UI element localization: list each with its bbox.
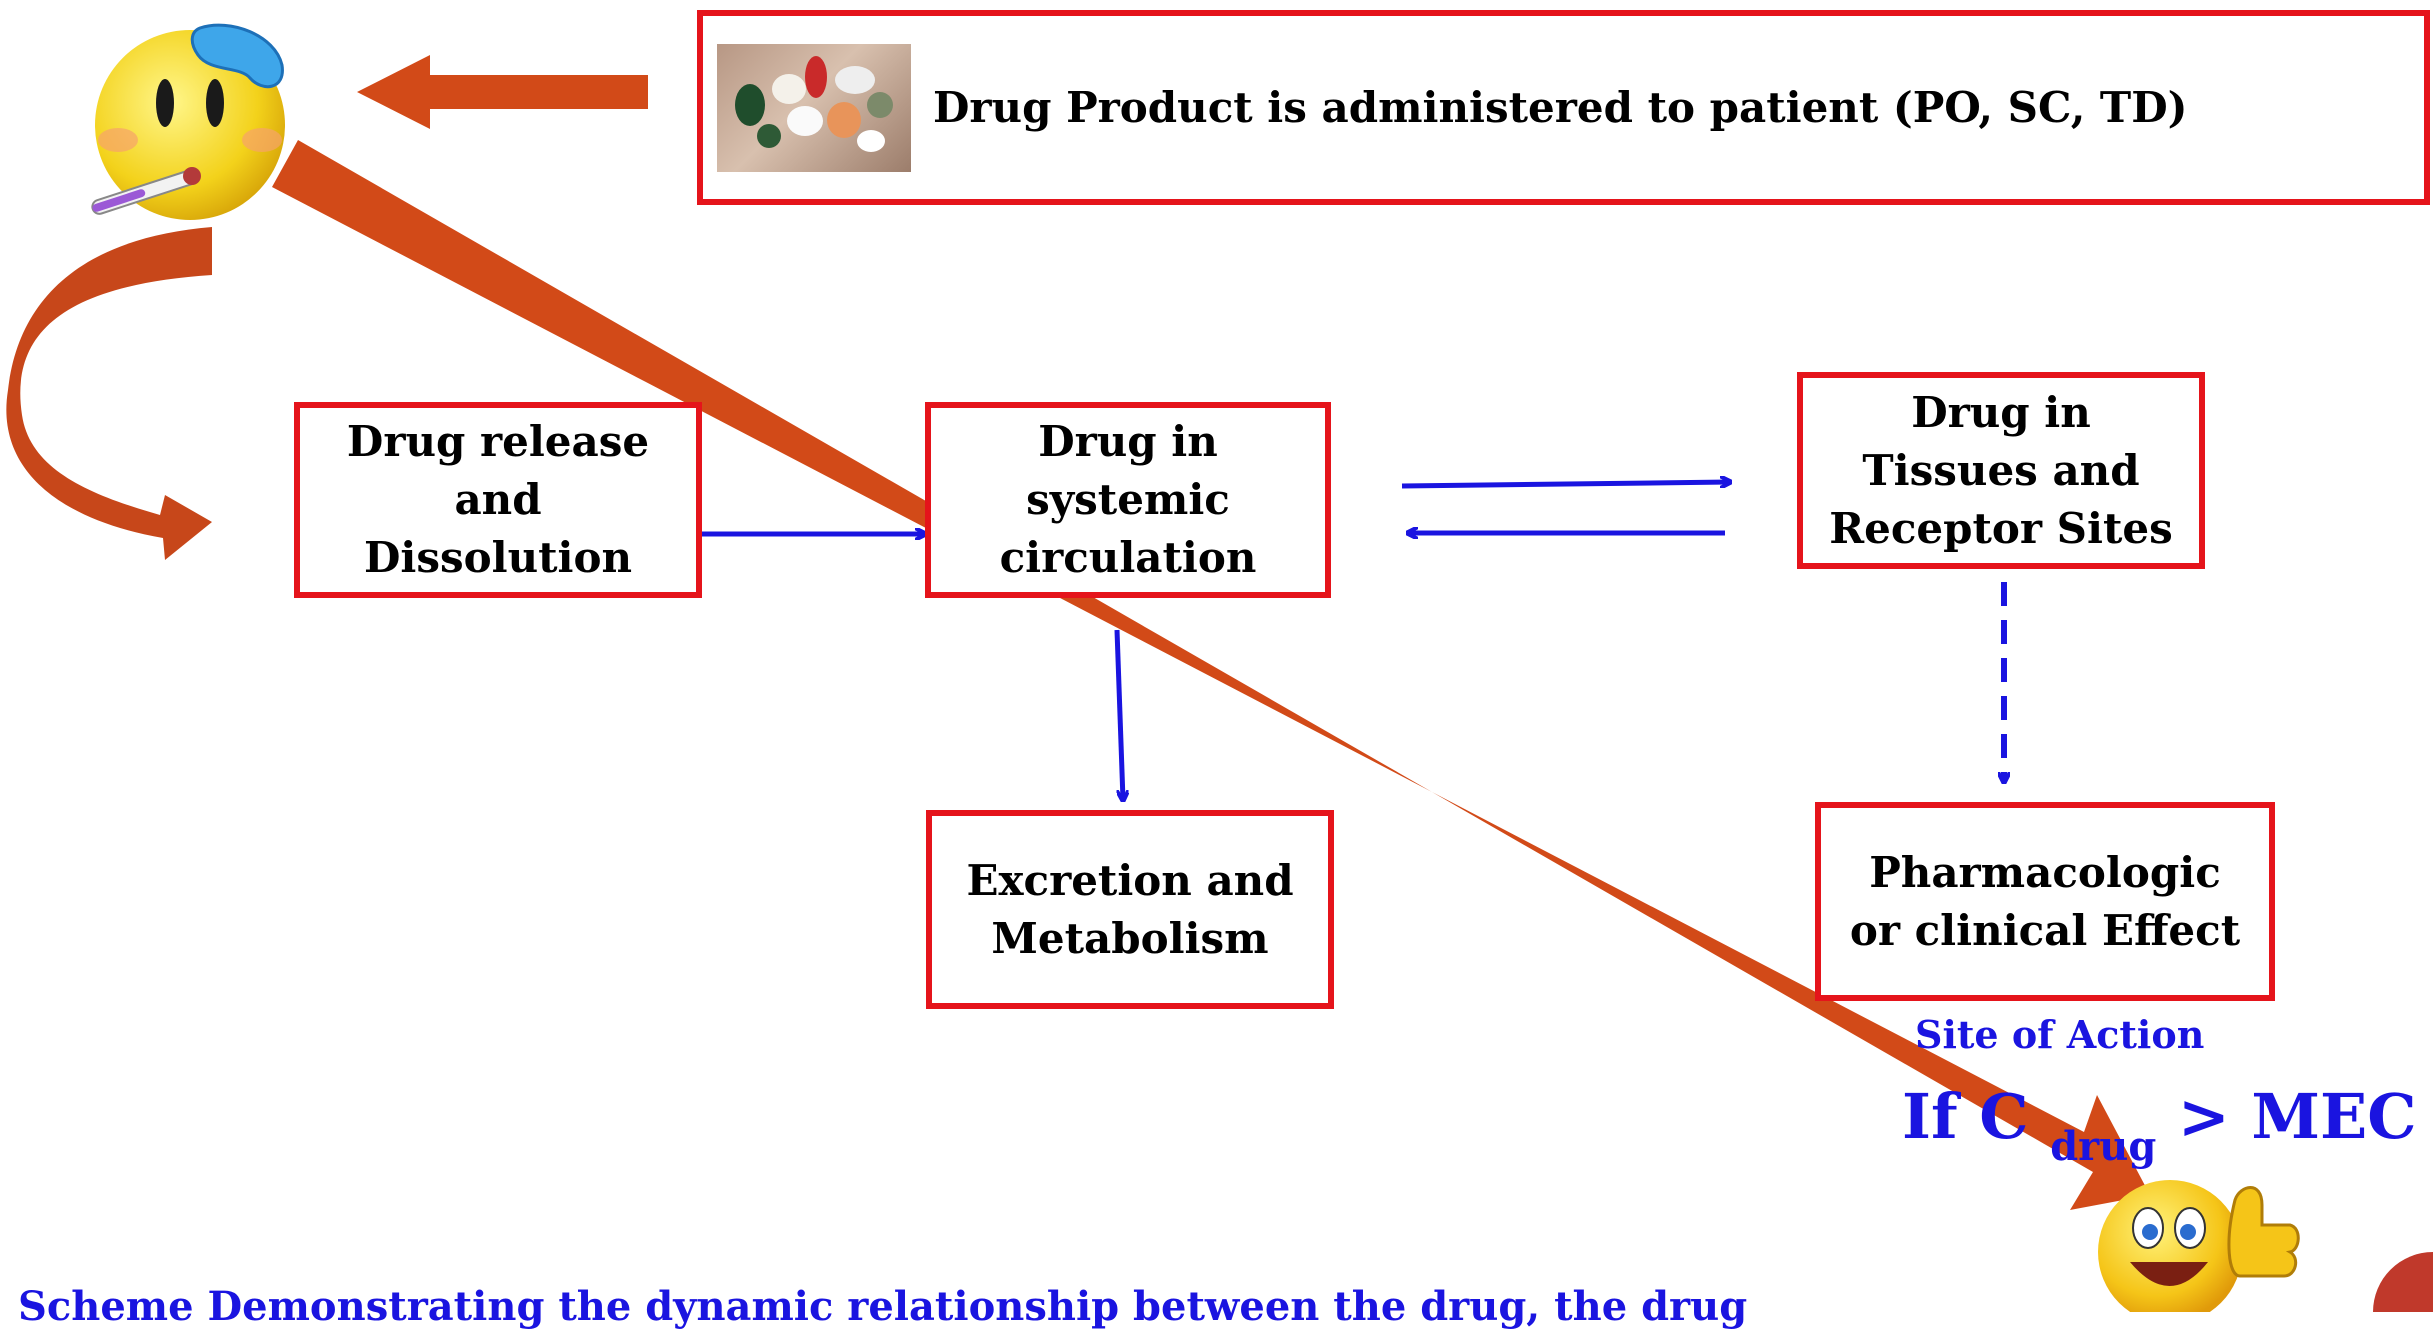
systemic-text: Drug in systemic circulation xyxy=(999,417,1257,582)
excretion-box: Excretion and Metabolism xyxy=(926,810,1334,1009)
systemic-to-tissue-arrow xyxy=(1401,482,1730,489)
condition-prefix: If C xyxy=(1902,1080,2029,1153)
site-of-action-label: Site of Action xyxy=(1915,1012,2205,1057)
pills-photo-icon xyxy=(717,43,911,172)
effect-box: Pharmacologic or clinical Effect xyxy=(1815,802,2275,1001)
tissues-text: Drug in Tissues and Receptor Sites xyxy=(1829,387,2173,553)
effect-text: Pharmacologic or clinical Effect xyxy=(1849,847,2241,955)
thumbs-up-emoji-icon xyxy=(2098,1180,2300,1312)
tissues-box: Drug in Tissues and Receptor Sites xyxy=(1797,372,2205,569)
condition-suffix: > MEC xyxy=(2177,1080,2417,1153)
mec-condition-label: If C drug > MEC xyxy=(1902,1080,2417,1170)
administration-text: Drug Product is administered to patient … xyxy=(933,82,2188,132)
systemic-to-excretion-arrow xyxy=(1114,629,1123,800)
scheme-caption: Scheme Demonstrating the dynamic relatio… xyxy=(18,1283,1748,1330)
big-diagonal-arrow xyxy=(272,140,2150,1210)
excretion-text: Excretion and Metabolism xyxy=(966,855,1294,963)
administer-arrow xyxy=(357,55,648,129)
corner-decoration xyxy=(2373,1252,2433,1312)
sick-emoji-icon xyxy=(91,23,285,220)
release-text: Drug release and Dissolution xyxy=(346,417,650,582)
systemic-box: Drug in systemic circulation xyxy=(925,402,1331,598)
administration-box: Drug Product is administered to patient … xyxy=(697,10,2430,205)
condition-subscript: drug xyxy=(2050,1123,2157,1170)
release-box: Drug release and Dissolution xyxy=(294,402,702,598)
curved-arrow xyxy=(6,227,212,560)
